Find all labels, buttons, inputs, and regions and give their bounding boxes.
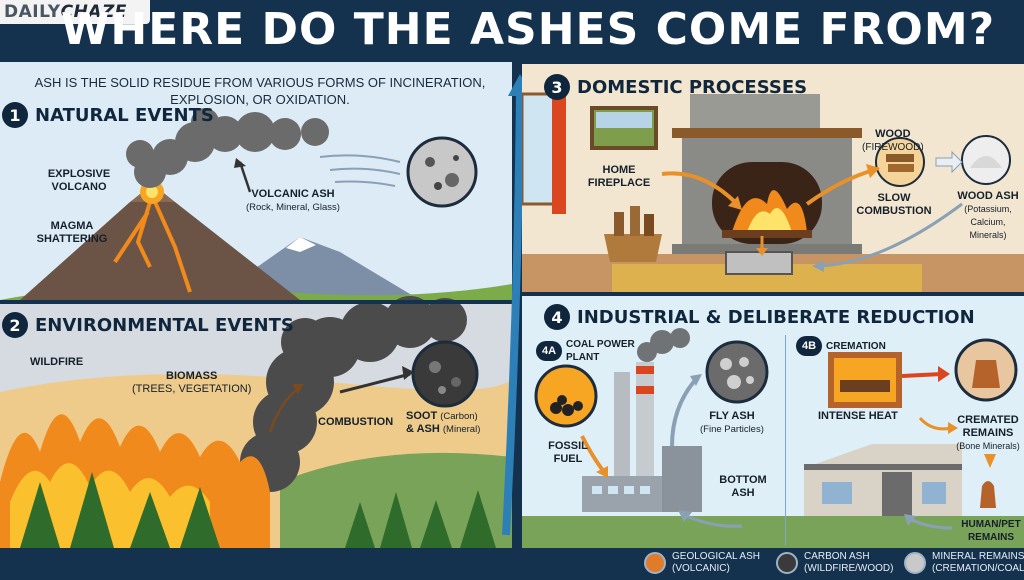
cremation-heading: 4B CREMATION — [796, 336, 886, 356]
human-remains-label: HUMAN/PET REMAINS — [961, 519, 1021, 543]
section-environmental-title: 2 ENVIRONMENTAL EVENTS — [2, 312, 294, 338]
section-heading: ENVIRONMENTAL EVENTS — [35, 314, 294, 336]
mineral-remains-icon — [904, 552, 926, 574]
legend-sub: (VOLCANIC) — [672, 563, 730, 574]
volcanic-ash-sub: (Rock, Mineral, Glass) — [246, 202, 340, 213]
section-divider — [0, 300, 512, 304]
industrial-panel — [522, 296, 1024, 548]
wood-label: WOOD (FIREWOOD) — [862, 128, 924, 154]
wood-title: WOOD — [875, 128, 911, 140]
cremation-title: CREMATION — [826, 340, 886, 352]
sub-badge-4b: 4B — [796, 336, 822, 356]
soot-sub: (Carbon) — [440, 411, 478, 422]
legend-name: MINERAL REMAINS — [932, 551, 1024, 562]
logo-part1: DAILY — [4, 2, 61, 22]
fly-ash-title: FLY ASH — [709, 410, 755, 422]
legend-sub: (WILDFIRE/WOOD) — [804, 563, 894, 574]
soot-title: SOOT — [406, 410, 438, 422]
coal-plant-title: COAL POWER PLANT — [566, 339, 635, 363]
section-heading: NATURAL EVENTS — [35, 104, 214, 126]
legend-name: CARBON ASH — [804, 551, 870, 562]
page-title: WHERE DO THE ASHES COME FROM? — [60, 4, 996, 55]
section-number: 1 — [2, 102, 28, 128]
carbon-ash-icon — [776, 552, 798, 574]
volcanic-ash-label: VOLCANIC ASH (Rock, Mineral, Glass) — [246, 188, 340, 214]
intense-heat-label: INTENSE HEAT — [818, 410, 898, 422]
mantel — [672, 128, 862, 138]
wood-ash-title: WOOD ASH — [957, 190, 1019, 202]
fire — [732, 190, 807, 232]
fossil-fuel-closeup — [534, 364, 598, 428]
ash-particle-closeup — [406, 136, 478, 208]
wood-ash-sub: (Potassium, Calcium, Minerals) — [964, 204, 1012, 240]
fly-ash-label: FLY ASH (Fine Particles) — [700, 410, 764, 436]
left-illustration — [0, 62, 512, 548]
section-industrial-title: 4 INDUSTRIAL & DELIBERATE REDUCTION — [544, 304, 975, 330]
biomass-title: BIOMASS — [166, 370, 218, 382]
volcanic-ash-title: VOLCANIC ASH — [251, 188, 335, 200]
fly-ash-sub: (Fine Particles) — [700, 424, 764, 435]
section-heading: DOMESTIC PROCESSES — [577, 76, 808, 98]
domestic-illustration — [522, 64, 1024, 292]
legend-name: GEOLOGICAL ASH — [672, 551, 760, 562]
sub-badge-4a: 4A — [536, 341, 562, 361]
geological-ash-icon — [644, 552, 666, 574]
section-heading: INDUSTRIAL & DELIBERATE REDUCTION — [577, 306, 975, 328]
section-domestic-title: 3 DOMESTIC PROCESSES — [544, 74, 807, 100]
soot-closeup — [411, 340, 479, 408]
bottom-ash-label: BOTTOM ASH — [719, 474, 767, 499]
domestic-panel — [522, 64, 1024, 292]
fossil-fuel-label: FOSSIL FUEL — [548, 440, 588, 465]
legend-item: CARBON ASH(WILDFIRE/WOOD) — [776, 551, 893, 575]
volcano — [20, 202, 300, 300]
slow-combustion-label: SLOW COMBUSTION — [856, 192, 932, 217]
home-fireplace-label: HOME FIREPLACE — [587, 164, 651, 189]
ash-plume — [126, 108, 329, 188]
cremated-remains-title: CREMATED REMAINS — [957, 414, 1019, 439]
industrial-illustration — [522, 296, 1024, 548]
and-ash-title: & ASH — [406, 423, 440, 435]
legend-item: GEOLOGICAL ASH(VOLCANIC) — [644, 551, 760, 575]
soot-ash-label: SOOT (Carbon) & ASH (Mineral) — [406, 410, 480, 436]
section-number: 4 — [544, 304, 570, 330]
fly-ash-closeup — [705, 340, 769, 404]
section-4-separator — [785, 335, 786, 545]
biomass-label: BIOMASS (TREES, VEGETATION) — [132, 370, 251, 396]
wood-basket — [604, 234, 662, 262]
natural-environmental-panel — [0, 62, 512, 548]
forest-trees — [20, 472, 496, 548]
section-natural-title: 1 NATURAL EVENTS — [2, 102, 214, 128]
wood-ash-label: WOOD ASH (Potassium, Calcium, Minerals) — [952, 190, 1024, 242]
explosive-volcano-label: EXPLOSIVE VOLCANO — [47, 168, 111, 193]
ash-pan — [725, 251, 793, 275]
legend-sub: (CREMATION/COAL) — [932, 563, 1024, 574]
intro-text: ASH IS THE SOLID RESIDUE FROM VARIOUS FO… — [34, 75, 486, 107]
legend-item: MINERAL REMAINS(CREMATION/COAL) — [904, 551, 1024, 575]
magma-shattering-label: MAGMA SHATTERING — [36, 220, 108, 245]
section-number: 3 — [544, 74, 570, 100]
chimney — [690, 94, 820, 134]
logo-part2: CHAZE — [60, 2, 127, 22]
coal-plant-heading: 4A COAL POWER PLANT — [536, 338, 646, 364]
wildfire-label: WILDFIRE — [30, 356, 84, 368]
cremated-remains-label: CREMATED REMAINS (Bone Minerals) — [952, 414, 1024, 453]
combustion-label: COMBUSTION — [318, 416, 394, 428]
cremated-remains-sub: (Bone Minerals) — [956, 441, 1020, 451]
wood-sub: (FIREWOOD) — [862, 142, 924, 153]
section-number: 2 — [2, 312, 28, 338]
urn — [980, 481, 996, 508]
biomass-sub: (TREES, VEGETATION) — [132, 383, 252, 395]
and-ash-sub: (Mineral) — [442, 424, 481, 435]
legend: GEOLOGICAL ASH(VOLCANIC) CARBON ASH(WILD… — [0, 548, 1024, 580]
